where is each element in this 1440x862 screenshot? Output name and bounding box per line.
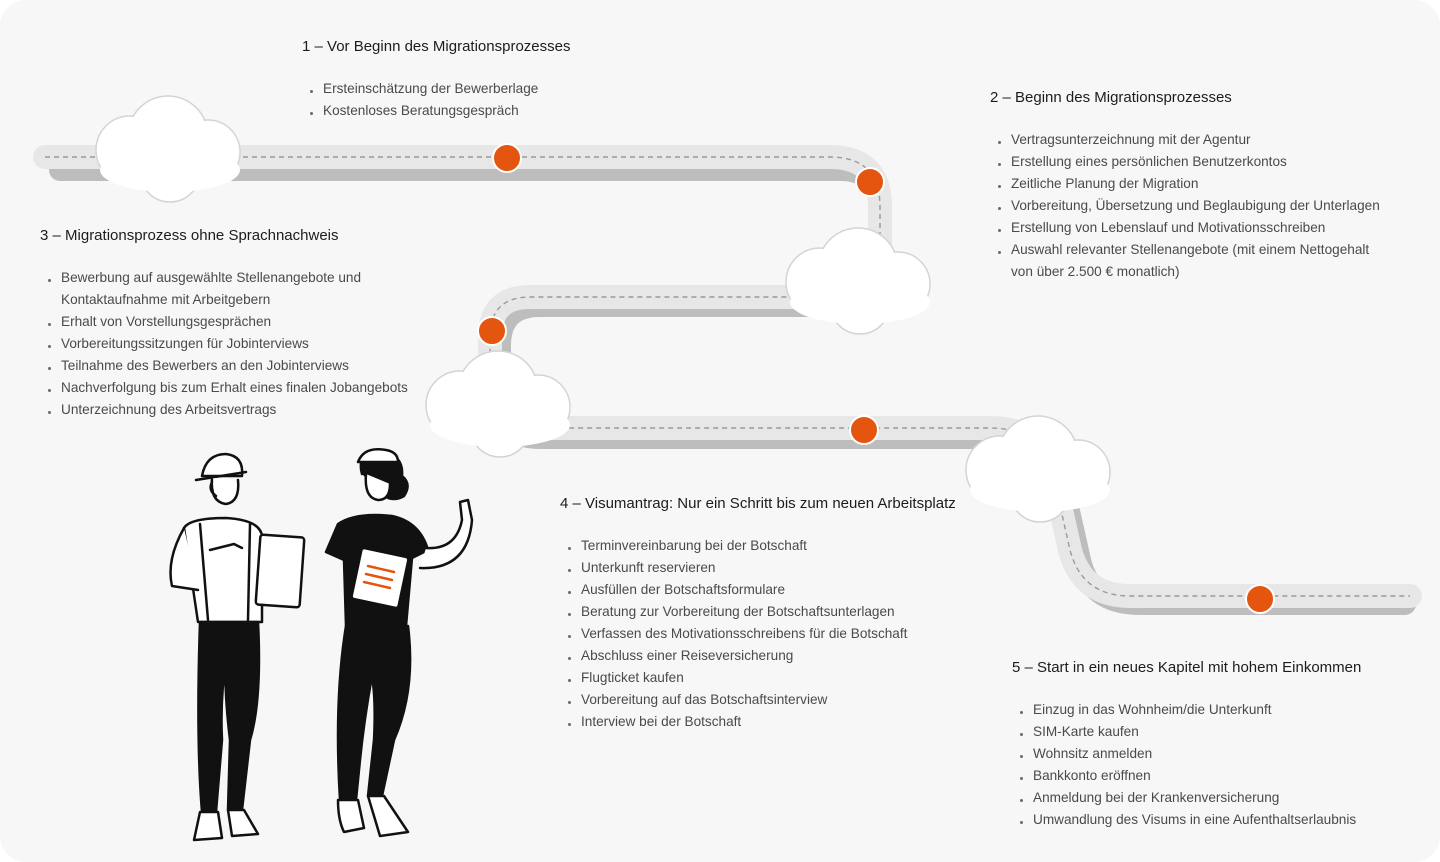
step-title: 2 – Beginn des Migrationsprozesses: [990, 89, 1232, 106]
step-title: 1 – Vor Beginn des Migrationsprozesses: [302, 38, 571, 55]
step-item-list: Bewerbung auf ausgewählte Stellenangebot…: [40, 267, 460, 421]
step-item-list: Ersteinschätzung der Bewerberlage Kosten…: [302, 78, 722, 122]
milestone-marker: [849, 415, 879, 445]
milestone-marker: [477, 316, 507, 346]
list-item: Teilnahme des Bewerbers an den Jobinterv…: [40, 355, 460, 377]
step-2: 2 – Beginn des Migrationsprozesses Vertr…: [990, 87, 1380, 283]
list-item: Auswahl relevanter Stellenangebote (mit …: [990, 239, 1380, 283]
list-item: Verfassen des Motivationsschreibens für …: [560, 623, 960, 645]
list-item: Bankkonto eröffnen: [1012, 765, 1412, 787]
list-item: Unterkunft reservieren: [560, 557, 960, 579]
list-item: Beratung zur Vorbereitung der Botschafts…: [560, 601, 960, 623]
list-item: Wohnsitz anmelden: [1012, 743, 1412, 765]
list-item: Einzug in das Wohnheim/die Unterkunft: [1012, 699, 1412, 721]
step-1: 1 – Vor Beginn des Migrationsprozesses E…: [302, 36, 722, 122]
list-item: Anmeldung bei der Krankenversicherung: [1012, 787, 1412, 809]
list-item: Flugticket kaufen: [560, 667, 960, 689]
step-title: 4 – Visumantrag: Nur ein Schritt bis zum…: [560, 495, 956, 512]
step-4: 4 – Visumantrag: Nur ein Schritt bis zum…: [560, 493, 960, 733]
road-center-line: [45, 156, 1410, 597]
step-title: 3 – Migrationsprozess ohne Sprachnachwei…: [40, 227, 339, 244]
list-item: Abschluss einer Reiseversicherung: [560, 645, 960, 667]
list-item: Vertragsunterzeichnung mit der Agentur: [990, 129, 1380, 151]
list-item: Zeitliche Planung der Migration: [990, 173, 1380, 195]
list-item: Ausfüllen der Botschaftsformulare: [560, 579, 960, 601]
list-item: Vorbereitung auf das Botschaftsinterview: [560, 689, 960, 711]
list-item: Umwandlung des Visums in eine Aufenthalt…: [1012, 809, 1412, 831]
list-item: Vorbereitung, Übersetzung und Beglaubigu…: [990, 195, 1380, 217]
step-item-list: Einzug in das Wohnheim/die Unterkunft SI…: [1012, 699, 1412, 831]
list-item: Vorbereitungssitzungen für Jobinterviews: [40, 333, 460, 355]
list-item: Bewerbung auf ausgewählte Stellenangebot…: [40, 267, 460, 311]
list-item: Unterzeichnung des Arbeitsvertrags: [40, 399, 460, 421]
step-5: 5 – Start in ein neues Kapitel mit hohem…: [1012, 657, 1412, 831]
step-3: 3 – Migrationsprozess ohne Sprachnachwei…: [40, 225, 460, 421]
list-item: Ersteinschätzung der Bewerberlage: [302, 78, 722, 100]
cloud: [785, 227, 931, 335]
milestone-marker: [855, 167, 885, 197]
list-item: Nachverfolgung bis zum Erhalt eines fina…: [40, 377, 460, 399]
milestone-marker: [1245, 584, 1275, 614]
list-item: SIM-Karte kaufen: [1012, 721, 1412, 743]
list-item: Kostenloses Beratungsgespräch: [302, 100, 722, 122]
step-item-list: Vertragsunterzeichnung mit der Agentur E…: [990, 129, 1380, 283]
list-item: Terminvereinbarung bei der Botschaft: [560, 535, 960, 557]
list-item: Erhalt von Vorstellungsgesprächen: [40, 311, 460, 333]
step-title: 5 – Start in ein neues Kapitel mit hohem…: [1012, 659, 1362, 676]
list-item: Interview bei der Botschaft: [560, 711, 960, 733]
list-item: Erstellung eines persönlichen Benutzerko…: [990, 151, 1380, 173]
milestone-marker: [492, 143, 522, 173]
step-item-list: Terminvereinbarung bei der Botschaft Unt…: [560, 535, 960, 733]
list-item: Erstellung von Lebenslauf und Motivation…: [990, 217, 1380, 239]
cloud: [95, 95, 241, 203]
workers-illustration: [169, 448, 474, 842]
